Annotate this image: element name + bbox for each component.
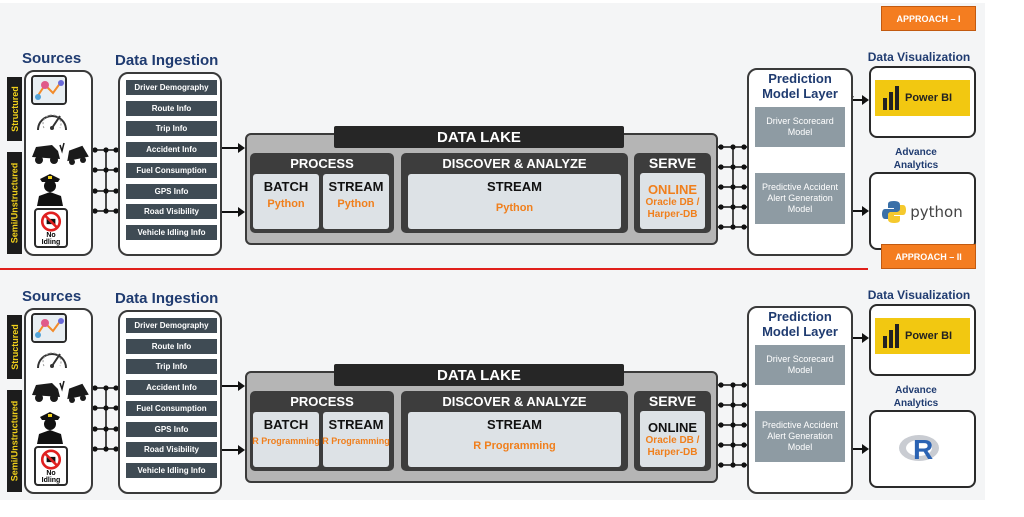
car-accident-icon <box>30 137 90 167</box>
sources-heading: Sources <box>22 50 82 67</box>
approach-2-section: APPROACH – II Sources Data Ingestion Str… <box>0 238 1024 496</box>
data-ingestion-heading: Data Ingestion <box>115 52 219 69</box>
prediction-layer-box <box>747 306 853 494</box>
batch-box: BATCH R Programming <box>252 412 320 467</box>
driver-scorecard-model: Driver Scorecard Model <box>755 107 845 147</box>
sources-heading: Sources <box>22 288 82 305</box>
car-accident-icon <box>30 375 90 405</box>
serve-db: Oracle DB / Harper-DB <box>645 434 700 458</box>
ingestion-item: Road Visibility <box>126 204 217 220</box>
data-lake-title: DATA LAKE <box>334 126 624 148</box>
discover-title: DISCOVER & ANALYZE <box>442 156 587 171</box>
analytics-logo: python <box>872 192 972 232</box>
discover-stream-tech: R Programming <box>473 440 556 452</box>
python-icon <box>882 201 907 223</box>
serve-online: ONLINE <box>647 419 698 435</box>
power-bi-label: Power BI <box>905 92 953 104</box>
power-bi-logo: Power BI <box>875 80 970 116</box>
approach-1-section: APPROACH – I Sources Data Ingestion Stru… <box>0 0 1024 258</box>
data-lake-title: DATA LAKE <box>334 364 624 386</box>
discover-stream-title: STREAM <box>487 179 542 194</box>
prediction-layer-title: Prediction Model Layer <box>762 71 838 101</box>
discover-stream-box: STREAM R Programming <box>408 412 621 467</box>
serve-db: Oracle DB / Harper-DB <box>645 196 700 220</box>
stream-box: STREAM R Programming <box>322 412 390 467</box>
stream-tech: Python <box>337 198 375 210</box>
serve-online: ONLINE <box>647 181 698 197</box>
approach-label: APPROACH – I <box>881 6 976 31</box>
discover-title: DISCOVER & ANALYZE <box>442 394 587 409</box>
data-ingestion-heading: Data Ingestion <box>115 290 219 307</box>
ingestion-item: Route Info <box>126 100 217 116</box>
advance-analytics-heading: Advance Analytics <box>893 147 939 171</box>
accident-alert-model: Predictive Accident Alert Generation Mod… <box>755 173 845 224</box>
no-idling-text: No Idling <box>41 470 61 484</box>
no-idling-sign-icon: No Idling <box>34 208 68 248</box>
ingestion-item: Fuel Consumption <box>126 162 217 178</box>
serve-title: SERVE <box>648 393 697 409</box>
ingestion-item: Driver Demography <box>126 80 217 95</box>
no-idling-text: No Idling <box>41 232 61 246</box>
speedometer-icon <box>34 106 70 134</box>
approach-label: APPROACH – II <box>881 244 976 269</box>
discover-stream-tech: Python <box>495 202 534 214</box>
ingestion-item: GPS Info <box>126 183 217 199</box>
ingestion-item: Vehicle Idling Info <box>126 462 217 478</box>
map-route-icon <box>31 75 67 105</box>
data-visualization-heading: Data Visualization <box>867 288 971 302</box>
r-label: R <box>913 434 934 465</box>
serve-online-box: ONLINE Oracle DB / Harper-DB <box>640 173 705 229</box>
speedometer-icon <box>34 344 70 372</box>
analytics-logo: R <box>872 430 972 470</box>
discover-stream-box: STREAM Python <box>408 174 621 229</box>
ingestion-item: Trip Info <box>126 359 217 375</box>
process-title: PROCESS <box>290 394 354 409</box>
structured-label: Structured <box>7 315 22 379</box>
ingestion-item: Vehicle Idling Info <box>126 224 217 240</box>
stream-title: STREAM <box>328 179 384 194</box>
police-officer-icon <box>34 408 66 444</box>
python-label: python <box>910 203 963 221</box>
no-idling-sign-icon: No Idling <box>34 446 68 486</box>
ingestion-item: Road Visibility <box>126 442 217 458</box>
prediction-layer-title: Prediction Model Layer <box>762 309 838 339</box>
discover-stream-title: STREAM <box>487 417 542 432</box>
ingestion-item: Driver Demography <box>126 318 217 333</box>
data-visualization-heading: Data Visualization <box>867 50 971 64</box>
batch-title: BATCH <box>263 179 309 194</box>
police-officer-icon <box>34 170 66 206</box>
serve-online-box: ONLINE Oracle DB / Harper-DB <box>640 411 705 467</box>
power-bi-icon <box>883 324 899 348</box>
stream-title: STREAM <box>328 417 384 432</box>
prediction-layer-box <box>747 68 853 256</box>
map-route-icon <box>31 313 67 343</box>
power-bi-label: Power BI <box>905 330 953 342</box>
ingestion-item: Accident Info <box>126 380 217 396</box>
structured-label: Structured <box>7 77 22 141</box>
batch-box: BATCH Python <box>253 174 319 229</box>
ingestion-item: Fuel Consumption <box>126 400 217 416</box>
ingestion-item: Accident Info <box>126 142 217 158</box>
stream-box: STREAM Python <box>323 174 389 229</box>
advance-analytics-heading: Advance Analytics <box>893 385 939 409</box>
serve-title: SERVE <box>648 155 697 171</box>
semi-unstructured-label: Semi/Unstructured <box>7 152 22 254</box>
accident-alert-model: Predictive Accident Alert Generation Mod… <box>755 411 845 462</box>
power-bi-logo: Power BI <box>875 318 970 354</box>
approach-divider <box>0 268 868 270</box>
ingestion-item: GPS Info <box>126 421 217 437</box>
ingestion-item: Trip Info <box>126 121 217 137</box>
driver-scorecard-model: Driver Scorecard Model <box>755 345 845 385</box>
process-title: PROCESS <box>290 156 354 171</box>
stream-tech: R Programming <box>322 436 390 446</box>
ingestion-item: Route Info <box>126 338 217 354</box>
batch-tech: Python <box>267 198 305 210</box>
power-bi-icon <box>883 86 899 110</box>
batch-tech: R Programming <box>252 436 320 446</box>
semi-unstructured-label: Semi/Unstructured <box>7 390 22 492</box>
batch-title: BATCH <box>263 417 309 432</box>
r-logo-icon <box>899 435 939 461</box>
